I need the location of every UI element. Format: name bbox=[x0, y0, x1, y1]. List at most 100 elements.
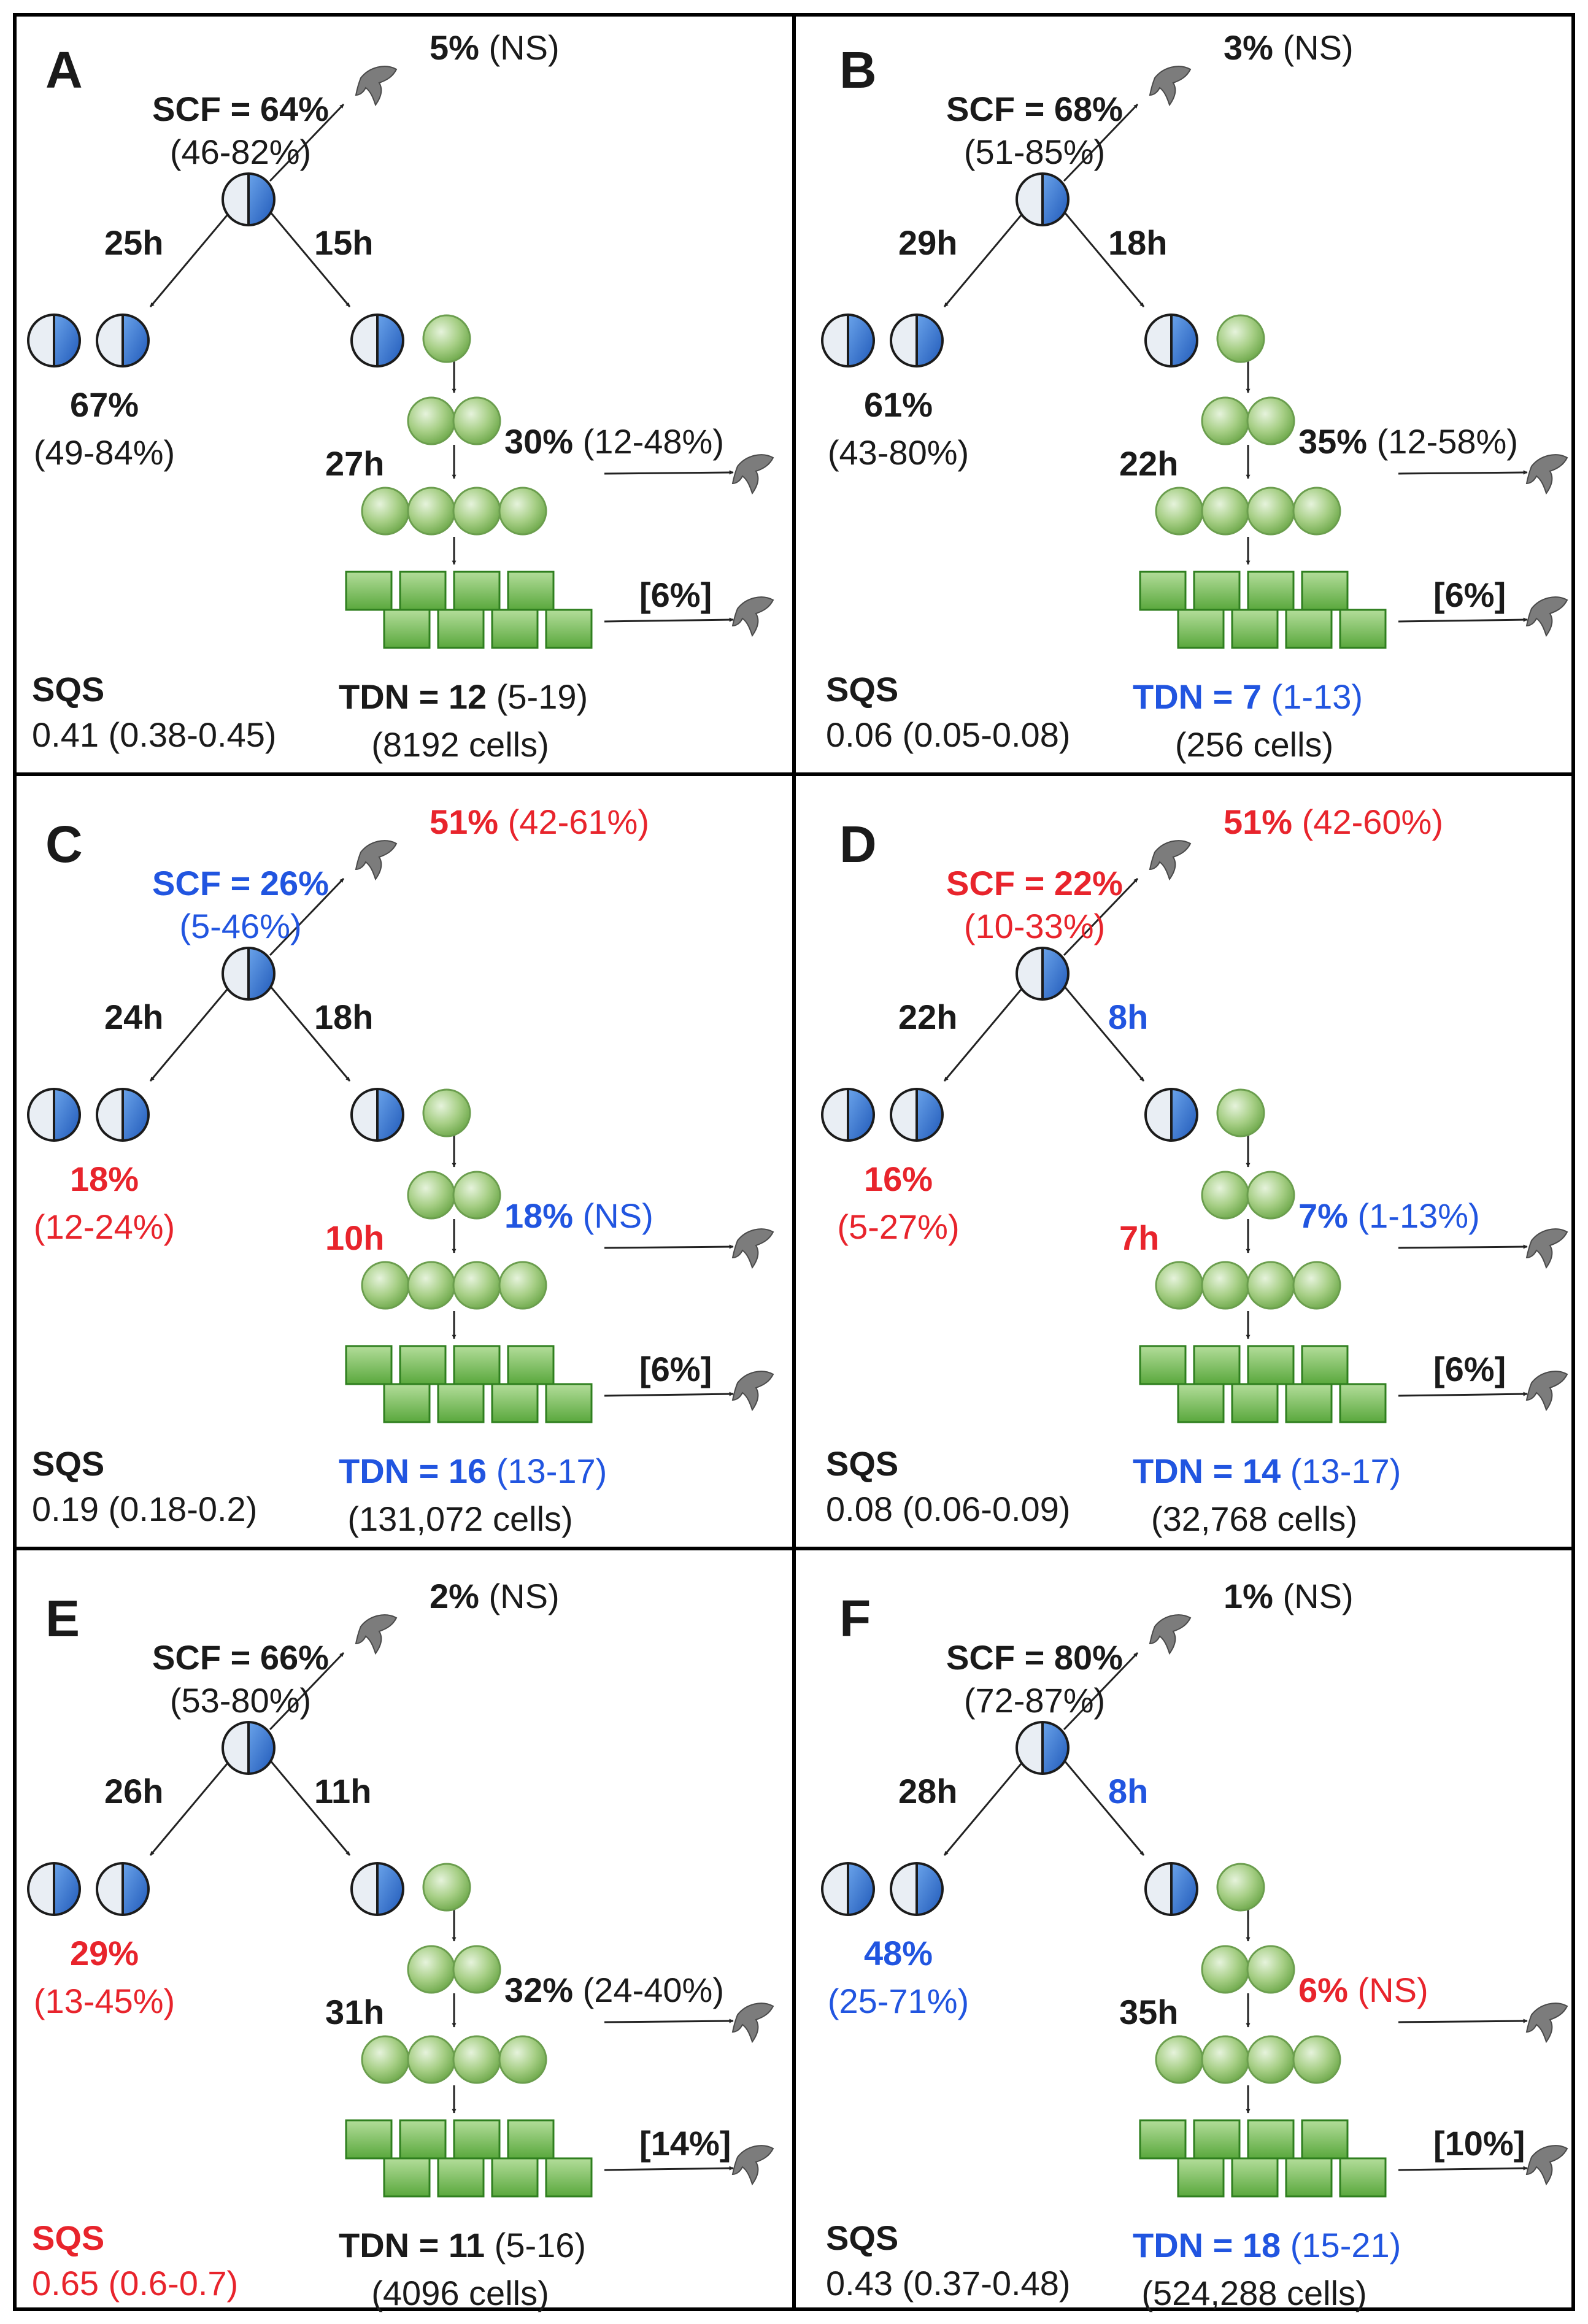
panel-a-selfrenew-time: 25h bbox=[104, 223, 164, 262]
stem-cell-blue-half bbox=[1171, 315, 1197, 366]
panel-c-selfrenew-time: 24h bbox=[104, 998, 164, 1036]
panel-e-scf-label: SCF = 66% bbox=[152, 1638, 329, 1677]
stem-cell-half-blue-icon bbox=[96, 314, 150, 367]
mature-cell-square-icon bbox=[1301, 571, 1349, 611]
dying-cell-icon bbox=[731, 2003, 774, 2044]
mature-cell-square-icon bbox=[1301, 2119, 1349, 2160]
dying-cell-shape bbox=[1525, 596, 1568, 637]
dying-cell-shape bbox=[731, 2145, 774, 2186]
dying-cell-icon bbox=[1525, 2145, 1568, 2186]
stem-cell-blue-half bbox=[249, 174, 274, 225]
panel-e-progenitor-death-value: 32% bbox=[504, 1971, 574, 2009]
stem-cell-blue-half bbox=[123, 1089, 148, 1141]
dying-cell-icon bbox=[1149, 840, 1192, 881]
panel-c-selfrenew-pct: 18% bbox=[69, 1160, 139, 1198]
stem-cell-blue-half bbox=[917, 1863, 942, 1915]
progenitor-cell-green-icon bbox=[498, 2035, 547, 2084]
progenitor-cell-green-icon bbox=[407, 396, 456, 445]
stem-cell-blue-half bbox=[1043, 174, 1068, 225]
stem-cell-light-half bbox=[223, 174, 249, 225]
progenitor-cell-green-icon bbox=[1292, 487, 1341, 536]
progenitor-cell-green-icon bbox=[1201, 396, 1250, 445]
progenitor-cell-green-icon bbox=[422, 1863, 471, 1912]
panel-f-progenitor-death-range: (NS) bbox=[1357, 1971, 1428, 2009]
panel-d-progenitor-time: 7h bbox=[1119, 1218, 1160, 1257]
panel-e-selfrenew-range: (13-45%) bbox=[33, 1982, 175, 2020]
stem-cell-blue-half bbox=[848, 1863, 874, 1915]
panel-a-art bbox=[27, 66, 774, 649]
arrow-to-mature-death bbox=[1398, 617, 1528, 623]
mature-cell-square-icon bbox=[1231, 609, 1279, 649]
panel-a-tdn-range: (5-19) bbox=[496, 677, 588, 716]
panel-c-selfrenew-range: (12-24%) bbox=[33, 1207, 175, 1246]
panel-f-letter: F bbox=[839, 1590, 871, 1647]
dying-cell-icon bbox=[731, 2145, 774, 2186]
panel-f-tdn-range: (15-21) bbox=[1290, 2226, 1401, 2264]
stem-cell-light-half bbox=[1146, 315, 1171, 366]
stem-cell-blue-half bbox=[54, 1863, 80, 1915]
stem-cell-half-blue-icon bbox=[350, 1088, 404, 1142]
mature-cell-square-icon bbox=[1247, 571, 1295, 611]
mature-cell-square-icon bbox=[1139, 2119, 1187, 2160]
dying-cell-shape bbox=[355, 66, 398, 107]
mature-cell-square-icon bbox=[437, 1383, 485, 1423]
progenitor-cell-green-icon bbox=[452, 1261, 501, 1310]
panel-f-selfrenew-time: 28h bbox=[898, 1772, 958, 1810]
panel-d-tdn-range: (13-17) bbox=[1290, 1452, 1401, 1490]
mature-cell-square-icon bbox=[1193, 1345, 1241, 1385]
stem-cell-light-half bbox=[891, 1089, 917, 1141]
stem-cell-half-blue-icon bbox=[1016, 172, 1070, 226]
dying-cell-icon bbox=[1525, 454, 1568, 495]
panel-d-selfrenew-range: (5-27%) bbox=[837, 1207, 960, 1246]
dying-cell-shape bbox=[731, 1371, 774, 1412]
mature-cell-square-icon bbox=[1247, 1345, 1295, 1385]
progenitor-cell-green-icon bbox=[407, 1171, 456, 1220]
stem-cell-light-half bbox=[97, 1863, 123, 1915]
panel-a-progenitor-death: 30% (12-48%) bbox=[504, 425, 724, 459]
stem-cell-half-blue-icon bbox=[27, 314, 81, 367]
stem-cell-light-half bbox=[1017, 174, 1043, 225]
panel-e-sqs-value: 0.65 (0.6-0.7) bbox=[32, 2264, 239, 2303]
stem-cell-light-half bbox=[223, 1722, 249, 1774]
mature-cell-square-icon bbox=[507, 571, 555, 611]
stem-cell-half-blue-icon bbox=[350, 314, 404, 367]
progenitor-cell-green-icon bbox=[1246, 396, 1295, 445]
mature-cell-square-icon bbox=[383, 2157, 431, 2198]
stem-cell-half-blue-icon bbox=[821, 1088, 875, 1142]
panel-a-stem-death-range: (NS) bbox=[488, 28, 560, 67]
stem-cell-blue-half bbox=[848, 315, 874, 366]
dying-cell-icon bbox=[1525, 1371, 1568, 1412]
dying-cell-shape bbox=[1525, 2145, 1568, 2186]
progenitor-cell-green-icon bbox=[361, 487, 410, 536]
arrow-to-self-renewal bbox=[943, 211, 1025, 307]
stem-cell-light-half bbox=[891, 1863, 917, 1915]
arrow-to-progenitor-death bbox=[1398, 1244, 1528, 1249]
mature-cell-square-icon bbox=[399, 571, 447, 611]
mature-cell-square-icon bbox=[453, 571, 501, 611]
panel-b-tdn-range: (1-13) bbox=[1271, 677, 1363, 716]
mature-cell-square-icon bbox=[453, 2119, 501, 2160]
mature-cell-square-icon bbox=[437, 2157, 485, 2198]
arrow-to-progenitor-death bbox=[604, 1244, 734, 1249]
panel-a-selfrenew-pct: 67% bbox=[69, 385, 139, 424]
panel-d-mature-death: [6%] bbox=[1433, 1350, 1506, 1388]
panel-d-letter: D bbox=[839, 815, 877, 873]
mature-cell-square-icon bbox=[491, 1383, 539, 1423]
mature-cell-square-icon bbox=[1339, 2157, 1387, 2198]
panel-e-mature-death: [14%] bbox=[639, 2124, 731, 2163]
progenitor-cell-green-icon bbox=[1155, 2035, 1204, 2084]
dying-cell-shape bbox=[1149, 1614, 1192, 1655]
arrow-to-self-renewal bbox=[149, 985, 231, 1082]
arrow-to-mature-death bbox=[1398, 2166, 1528, 2171]
stem-cell-blue-half bbox=[917, 315, 942, 366]
stem-cell-blue-half bbox=[123, 315, 148, 366]
mature-cell-square-icon bbox=[507, 2119, 555, 2160]
arrow-to-progenitor-death bbox=[604, 470, 734, 475]
stem-cell-half-blue-icon bbox=[1144, 1088, 1198, 1142]
progenitor-cell-green-icon bbox=[1201, 1945, 1250, 1994]
stem-cell-half-blue-icon bbox=[27, 1862, 81, 1916]
progenitor-cell-green-icon bbox=[407, 1945, 456, 1994]
panel-e-art bbox=[27, 1614, 774, 2198]
stem-cell-half-blue-icon bbox=[222, 1721, 276, 1775]
